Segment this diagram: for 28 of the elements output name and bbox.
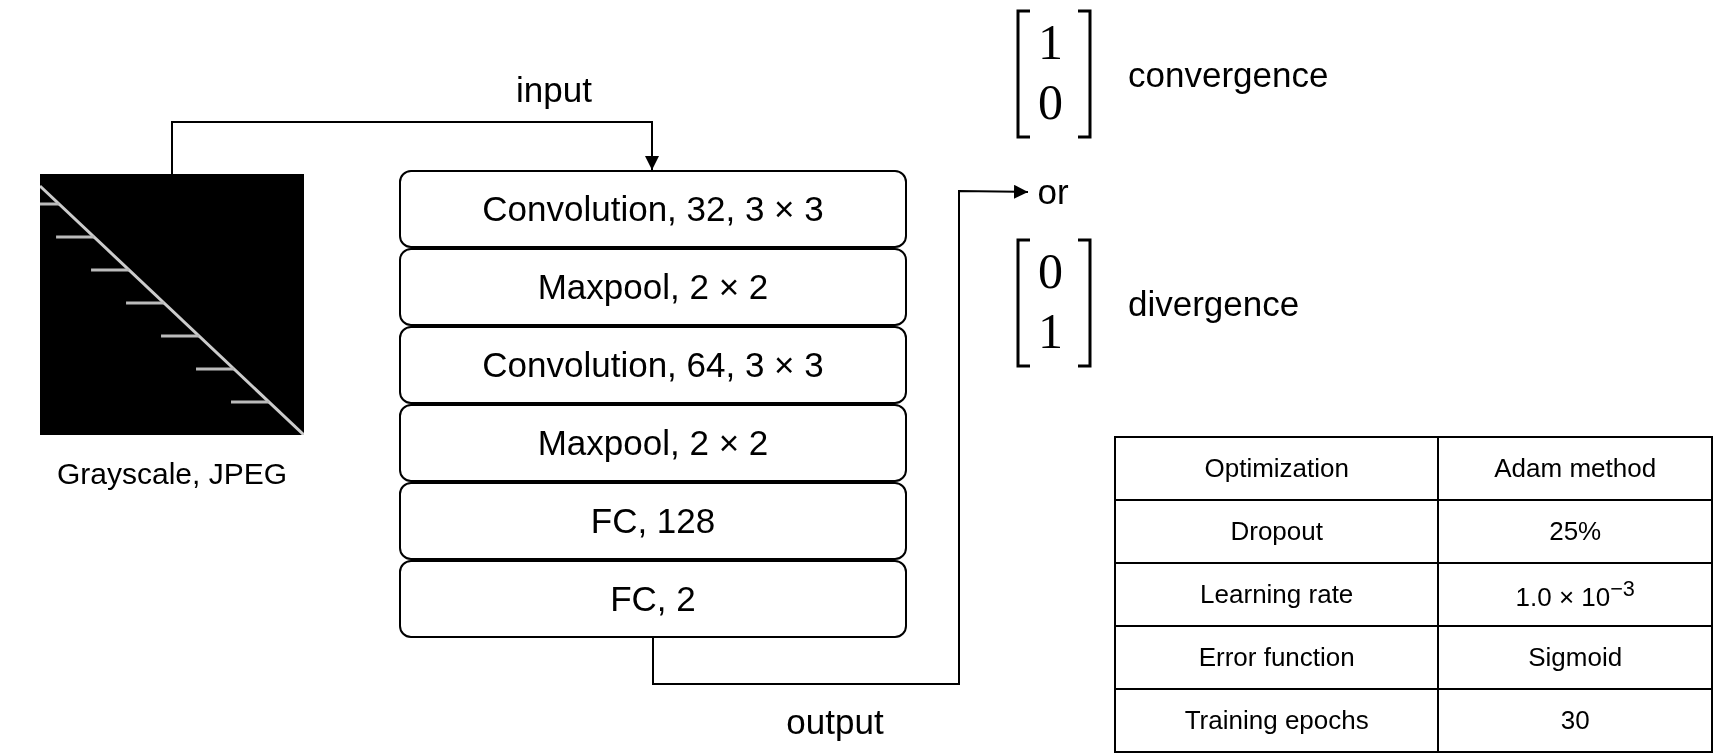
table-cell: Sigmoid	[1438, 626, 1712, 689]
table-cell: 1.0 × 10$^{−3}$	[1438, 563, 1712, 626]
layer-box: Maxpool, 2 × 2	[399, 404, 907, 482]
table-cell: Adam method	[1438, 437, 1712, 500]
matrix-entry: 1	[1038, 302, 1063, 360]
matrix-entry: 1	[1038, 13, 1063, 71]
table-cell: 30	[1438, 689, 1712, 752]
arrow	[652, 184, 1029, 685]
matrix-entry: 0	[1038, 242, 1063, 300]
output-label: or	[1037, 172, 1069, 212]
layer-box: Convolution, 32, 3 × 3	[399, 170, 907, 248]
table-cell: Optimization	[1115, 437, 1439, 500]
class-label: divergence	[1128, 284, 1300, 324]
node-label: Grayscale, JPEG	[55, 457, 289, 491]
table-cell: 25%	[1438, 500, 1712, 563]
layer-box: Maxpool, 2 × 2	[399, 248, 907, 326]
layer-box: Convolution, 64, 3 × 3	[399, 326, 907, 404]
table-cell: Error function	[1115, 626, 1439, 689]
matrix-entry: 0	[1038, 73, 1063, 131]
class-label: convergence	[1128, 55, 1329, 95]
table-cell: Training epochs	[1115, 689, 1439, 752]
edge-label: input	[515, 70, 593, 110]
table-cell: Dropout	[1115, 500, 1439, 563]
edge-label: output	[785, 702, 885, 743]
table-cell: Learning rate	[1115, 563, 1439, 626]
arrow	[171, 121, 659, 175]
layer-box: FC, 2	[399, 560, 907, 638]
layer-box: FC, 128	[399, 482, 907, 560]
